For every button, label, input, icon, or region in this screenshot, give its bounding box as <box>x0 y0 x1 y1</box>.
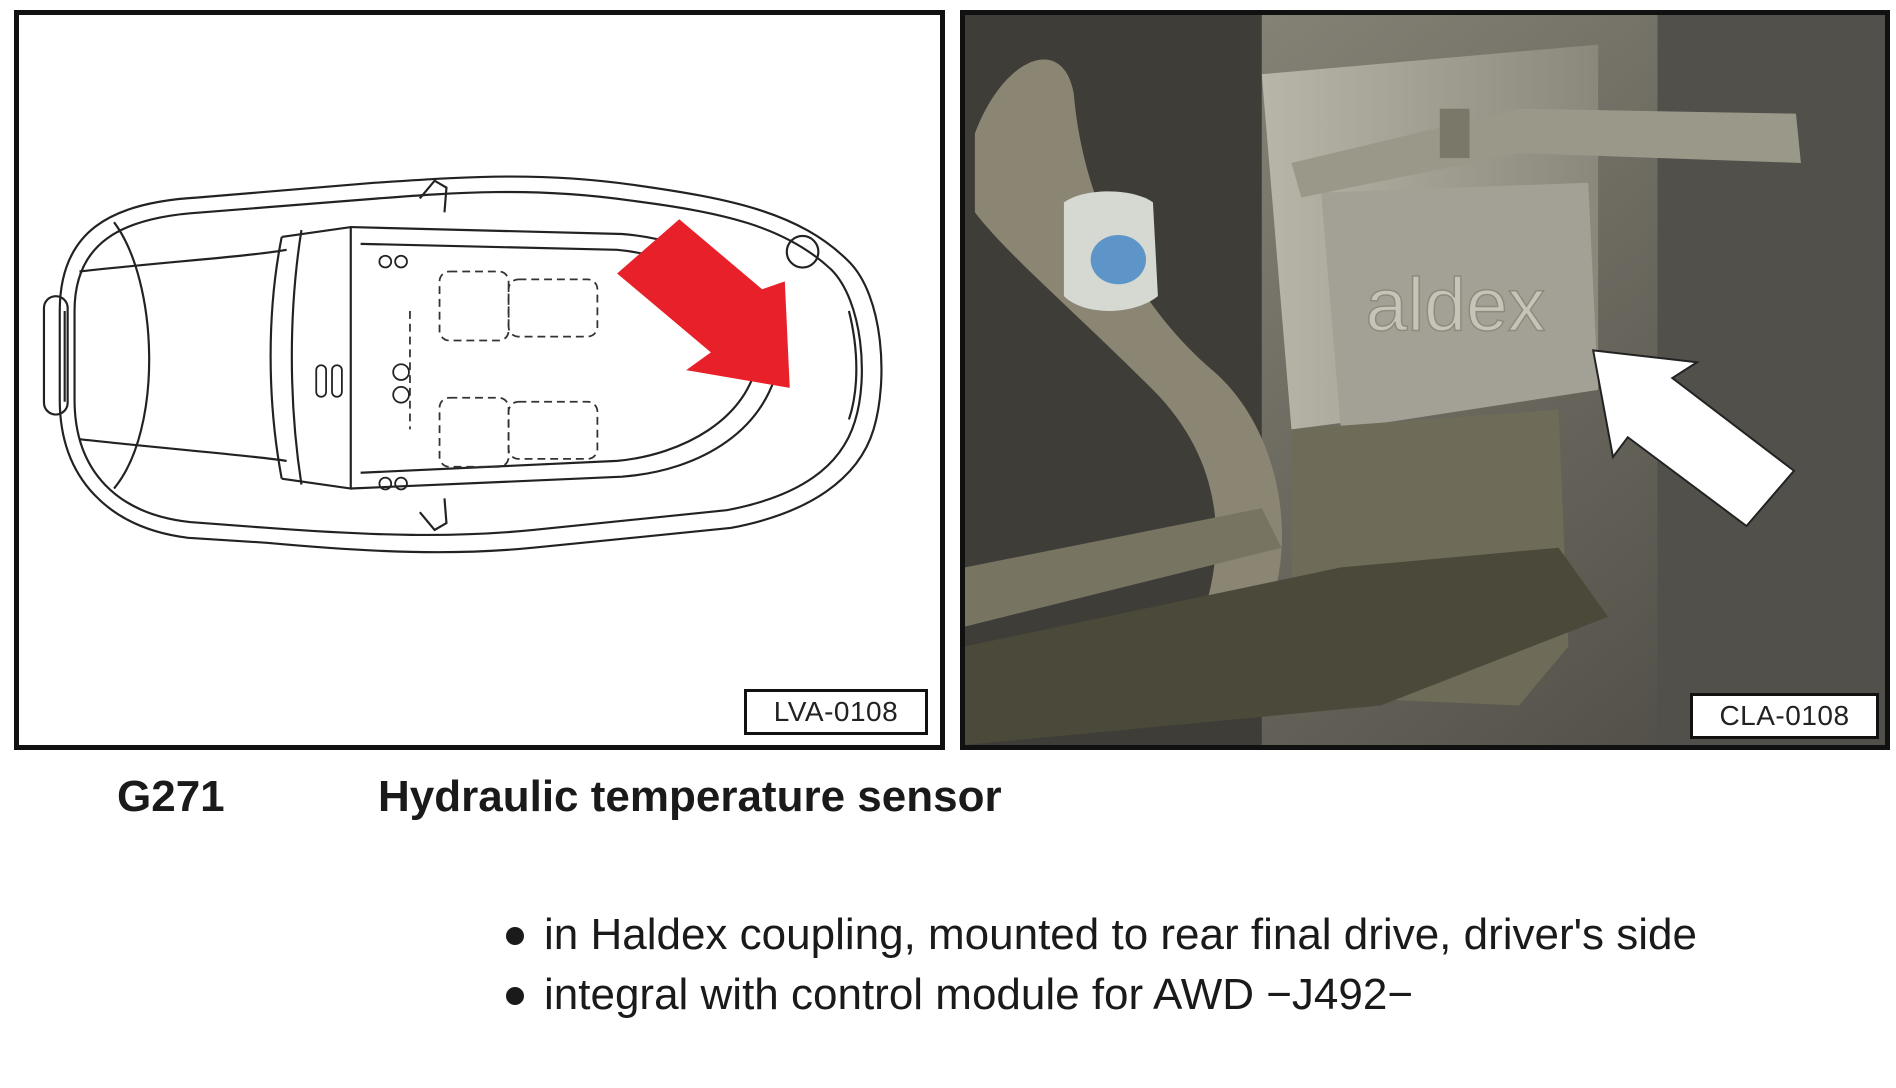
figure-ref-code: CLA-0108 <box>1690 693 1879 739</box>
car-location-figure: LVA-0108 <box>14 10 945 750</box>
component-heading: G271 Hydraulic temperature sensor <box>0 772 1896 832</box>
location-arrow-icon <box>1591 349 1796 528</box>
location-arrow-icon <box>617 219 790 388</box>
list-item: integral with control module for AWD −J4… <box>504 965 1804 1025</box>
figure-ref-code: LVA-0108 <box>744 689 928 735</box>
housing-lettering: aldex <box>1366 263 1546 347</box>
component-name: Hydraulic temperature sensor <box>378 772 1002 821</box>
car-top-view-icon <box>42 175 883 554</box>
list-item: in Haldex coupling, mounted to rear fina… <box>504 905 1804 965</box>
detail-text: integral with control module for AWD −J4… <box>544 970 1414 1019</box>
bullet-icon <box>506 987 524 1005</box>
sensor-plug-icon <box>1063 191 1158 311</box>
haldex-coupling-photo: aldex CLA-0108 <box>960 10 1890 750</box>
bullet-icon <box>506 927 524 945</box>
detail-text: in Haldex coupling, mounted to rear fina… <box>544 910 1697 959</box>
component-code: G271 <box>117 772 225 821</box>
component-details-list: in Haldex coupling, mounted to rear fina… <box>504 905 1804 1025</box>
haldex-coupling-icon: aldex <box>965 15 1885 745</box>
